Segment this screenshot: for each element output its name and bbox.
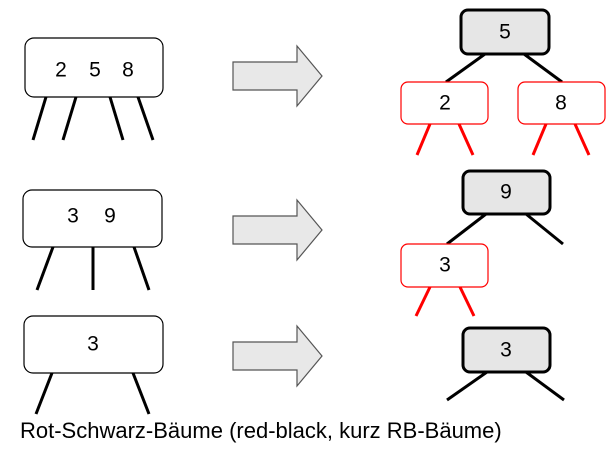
btree-node: [22, 189, 163, 248]
rb-red-edge: [573, 123, 591, 156]
example-3: 3 3: [23, 315, 565, 415]
rb-edge: [446, 212, 487, 246]
btree-edge: [108, 96, 125, 141]
rb-edge: [445, 52, 486, 84]
example-2: 3 9 9 3: [22, 169, 564, 317]
rb-node-key: 8: [555, 92, 567, 115]
btree-key: 9: [104, 205, 116, 228]
rb-node-key: 3: [439, 254, 451, 277]
rb-red-edge: [415, 123, 432, 156]
btree-edge: [31, 96, 48, 141]
rb-black-node: [461, 169, 552, 216]
rb-edge: [525, 212, 564, 246]
rb-red-node: [400, 81, 489, 125]
btree-key: 8: [122, 59, 134, 82]
rb-node-key: 9: [500, 181, 512, 204]
rb-red-node: [517, 81, 606, 125]
btree-key: 2: [55, 59, 67, 82]
btree-edge: [136, 96, 155, 141]
btree-edge: [34, 372, 54, 415]
rb-node-key: 2: [439, 92, 451, 115]
btree-key: 3: [87, 333, 99, 356]
btree-node: [24, 37, 164, 98]
transform-arrow: [232, 324, 323, 388]
btree-key: 5: [89, 59, 101, 82]
btree-edge: [131, 372, 151, 415]
rb-node-key: 3: [500, 339, 512, 362]
rb-red-node: [400, 243, 489, 288]
rb-red-edge: [414, 286, 432, 317]
btree-edge: [61, 96, 78, 141]
rb-red-edge: [531, 123, 548, 156]
rb-edge: [523, 52, 563, 84]
rb-node-key: 5: [499, 21, 511, 44]
diagram-caption: Rot-Schwarz-Bäume (red-black, kurz RB-Bä…: [20, 418, 502, 443]
transform-arrow: [232, 198, 323, 262]
btree-node: [23, 315, 164, 374]
rb-edge: [446, 370, 488, 402]
rb-edge: [525, 370, 565, 402]
rb-red-edge: [457, 123, 475, 156]
transform-arrow: [232, 44, 323, 108]
example-1: 2 5 8 5 2 8: [24, 8, 606, 156]
btree-key: 3: [67, 205, 79, 228]
rb-black-node: [459, 8, 551, 56]
rb-black-node: [461, 326, 552, 374]
btree-edge: [35, 246, 55, 291]
rb-red-edge: [458, 286, 476, 317]
btree-edge: [132, 246, 151, 291]
